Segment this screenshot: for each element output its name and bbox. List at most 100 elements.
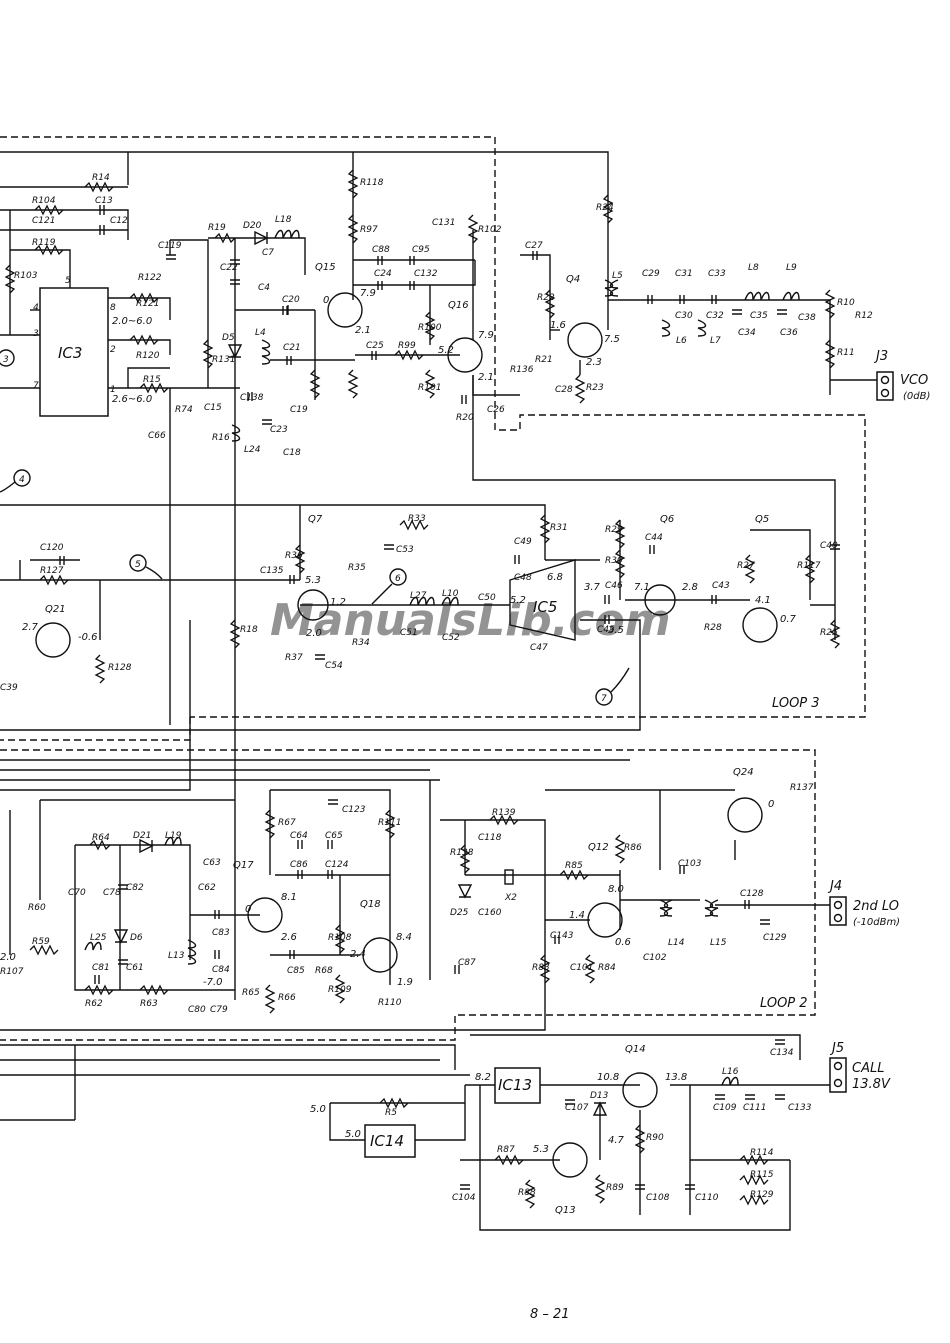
l4-label: L4 (255, 328, 266, 338)
d13-label: D13 (590, 1091, 609, 1101)
page-number: 8 – 21 (530, 1307, 570, 1322)
d25-label: D25 (450, 908, 469, 918)
c44-label: C44 (645, 533, 663, 543)
c87-label: C87 (458, 958, 476, 968)
c43-label: C43 (712, 581, 730, 591)
r104-label: R104 (32, 196, 56, 206)
ic3-box (39, 287, 109, 417)
r136-label: R136 (510, 365, 534, 375)
l5-label: L5 (612, 271, 623, 281)
r83-label: R83 (532, 963, 550, 973)
c25-label: C25 (366, 341, 384, 351)
q6-label: Q6 (660, 514, 674, 525)
v-q5-base: 4.1 (755, 595, 771, 606)
v-q13-base: 5.3 (533, 1144, 549, 1155)
j3-level: (0dB) (903, 391, 930, 402)
v-q18-base: 2.4 (350, 949, 366, 960)
r37-label: R37 (285, 653, 303, 663)
c135-label: C135 (260, 566, 284, 576)
v-ic5-out: 3.7 (584, 582, 601, 593)
ic3-pin-3: 3 (33, 329, 39, 339)
connectors (829, 371, 894, 1093)
r10-label: R10 (837, 298, 855, 308)
capacitor-symbols (59, 205, 840, 1190)
c38-label: C38 (798, 313, 816, 323)
q14-label: Q14 (625, 1044, 646, 1055)
x2-label: X2 (504, 893, 517, 903)
r139-label: R139 (492, 808, 516, 818)
v-q16-collector: 7.9 (478, 330, 494, 341)
c120-label: C120 (40, 543, 64, 553)
ic3-pin-4: 4 (33, 303, 39, 313)
c84-label: C84 (212, 965, 230, 975)
c78-label: C78 (103, 888, 121, 898)
r85-label: R85 (565, 861, 583, 871)
r111-label: R111 (378, 818, 401, 828)
c32-label: C32 (706, 311, 724, 321)
v-q18-collector: 8.4 (396, 932, 412, 943)
c54-label: C54 (325, 661, 343, 671)
r137-label: R137 (790, 783, 814, 793)
v-rail-5v: 5.0 (310, 1104, 326, 1115)
c34-label: C34 (738, 328, 756, 338)
c80-label: C80 (188, 1005, 206, 1015)
r35-label: R35 (348, 563, 366, 573)
v-ic3-pin8: 2.0~6.0 (112, 316, 152, 327)
c7-label: C7 (262, 248, 274, 258)
v-q12-emitter: 0.6 (615, 937, 631, 948)
r110-label: R110 (378, 998, 402, 1008)
c107-label: C107 (565, 1103, 589, 1113)
c13-label: C13 (95, 196, 113, 206)
v-q24-collector: 0 (768, 799, 774, 810)
d6-label: D6 (130, 933, 143, 943)
q17-label: Q17 (233, 860, 254, 871)
marker-7-label: 7 (601, 694, 607, 704)
j4-name: 2nd LO (853, 899, 899, 914)
l8-label: L8 (748, 263, 759, 273)
r117-label: R117 (797, 561, 821, 571)
inductor-labels: L18 L4 L24 L5 L6 L7 L8 L9 L27 L10 L19 L1… (90, 215, 797, 1077)
c28-label: C28 (555, 385, 573, 395)
q13-label: Q13 (555, 1205, 576, 1216)
v-q15-drain: 7.9 (360, 288, 376, 299)
r12-label: R12 (855, 311, 873, 321)
r88-label: R88 (518, 1188, 536, 1198)
r25-label: R25 (820, 628, 838, 638)
c46-label: C46 (605, 581, 623, 591)
ic-boxes (39, 287, 576, 1158)
c27-label: C27 (525, 241, 543, 251)
c39-label: C39 (0, 683, 18, 693)
r62-label: R62 (85, 999, 103, 1009)
r20-label: R20 (456, 413, 474, 423)
marker-4 (13, 469, 31, 487)
r60-label: R60 (28, 903, 46, 913)
v-q21-base: 2.7 (22, 622, 39, 633)
resistor-symbols (4, 169, 841, 1209)
c128-label: C128 (740, 889, 764, 899)
v-q7-emitter: 1.2 (330, 597, 346, 608)
voltage-annotations: 2.0~6.0 2.6~6.0 7.9 2.1 0 5.2 7.9 2.1 1.… (0, 288, 797, 1155)
ic3-pin-2: 2 (110, 345, 116, 355)
r84-label: R84 (598, 963, 616, 973)
v-q15-gate: 0 (323, 295, 329, 306)
v-left-rail: 2.0 (0, 952, 16, 963)
c24-label: C24 (374, 269, 392, 279)
r18-label: R18 (240, 625, 258, 635)
j5-level: 13.8V (852, 1077, 891, 1092)
c36-label: C36 (780, 328, 798, 338)
v-q12-collector: 8.0 (608, 884, 624, 895)
c121-label: C121 (32, 216, 55, 226)
q15-label: Q15 (315, 262, 336, 273)
ic3-pin-1: 1 (110, 385, 116, 395)
j5-name: CALL (852, 1061, 884, 1076)
q21-label: Q21 (45, 604, 66, 615)
q7-label: Q7 (308, 514, 323, 525)
r11-label: R11 (837, 348, 855, 358)
c88-label: C88 (372, 245, 390, 255)
r127-label: R127 (40, 566, 64, 576)
r19-label: R19 (208, 223, 226, 233)
r118-label: R118 (360, 178, 384, 188)
l19-label: L19 (165, 831, 182, 841)
v-q12-base: 1.4 (569, 910, 585, 921)
r86-label: R86 (624, 843, 642, 853)
